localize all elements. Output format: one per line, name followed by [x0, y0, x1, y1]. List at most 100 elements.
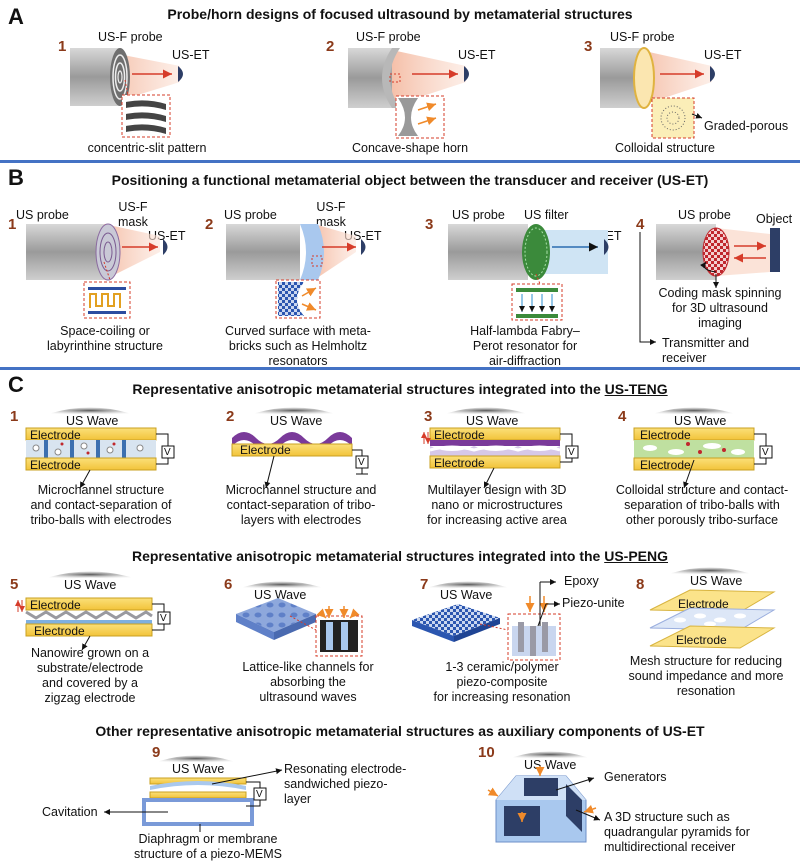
b1-mask-label: US-F mask	[118, 200, 148, 229]
teng-title: Representative anisotropic metamaterial …	[0, 381, 800, 397]
c5-wave-label: US Wave	[64, 578, 117, 592]
b1-diagram	[26, 223, 168, 319]
section-c-letter: C	[8, 372, 24, 397]
b4-probe-label: US probe	[678, 208, 731, 222]
b1-number: 1	[8, 216, 17, 233]
c6-diagram	[236, 581, 363, 657]
a3-extra-label: Graded-porous	[704, 119, 789, 133]
c9-label-a: Resonating electrode- sandwiched piezo- …	[284, 762, 407, 806]
c5-bottom-electrode: Electrode	[34, 624, 85, 638]
a2-probe-label: US-F probe	[356, 30, 421, 44]
c8-number: 8	[636, 576, 645, 593]
c7-diagram	[412, 579, 561, 661]
b3-number: 3	[425, 216, 434, 233]
b2-diagram	[226, 224, 366, 319]
c2-voltmeter-label: V	[358, 457, 365, 468]
c5-caption: Nanowire grown on a substrate/electrode …	[30, 646, 150, 705]
c6-number: 6	[224, 576, 233, 593]
c2-wave-label: US Wave	[270, 414, 323, 428]
c6-wave-label: US Wave	[254, 588, 307, 602]
b3-probe-label: US probe	[452, 208, 505, 222]
c9-wave-label: US Wave	[172, 762, 225, 776]
b2-mask-label: US-F mask	[316, 200, 346, 229]
c1-diagram	[25, 407, 175, 489]
a1-probe-label: US-F probe	[98, 30, 163, 44]
peng-title-underlined: US-PENG	[604, 548, 669, 564]
c9-label-b: Cavitation	[42, 805, 98, 819]
a3-target-label: US-ET	[704, 48, 742, 62]
c8-top-electrode: Electrode	[678, 597, 729, 611]
section-b-letter: B	[8, 165, 24, 190]
c7-number: 7	[420, 576, 429, 593]
c3-diagram	[421, 407, 579, 489]
c10-caption: A 3D structure such as quadrangular pyra…	[604, 810, 750, 854]
c7-caption: 1-3 ceramic/polymer piezo-composite for …	[433, 660, 571, 704]
a2-target-label: US-ET	[458, 48, 496, 62]
a2-probe-diagram	[348, 48, 469, 139]
b4-number: 4	[636, 216, 645, 233]
c5-voltmeter-label: V	[160, 613, 167, 624]
section-b-title: Positioning a functional metamaterial ob…	[111, 172, 709, 188]
c2-caption: Microchannel structure and contact-separ…	[225, 483, 377, 527]
b4-caption: Coding mask spinning for 3D ultrasound i…	[658, 286, 782, 330]
c1-voltmeter-label: V	[164, 447, 171, 458]
c2-diagram	[231, 407, 369, 489]
b4-diagram	[639, 224, 780, 345]
c3-caption: Multilayer design with 3D nano or micros…	[427, 483, 567, 527]
c2-electrode: Electrode	[240, 443, 291, 457]
b1-caption: Space-coiling or labyrinthine structure	[46, 324, 164, 353]
b3-mask-label: US filter	[524, 208, 569, 222]
a1-number: 1	[58, 38, 67, 55]
c1-wave-label: US Wave	[66, 414, 119, 428]
teng-title-underlined: US-TENG	[604, 381, 668, 397]
section-a-letter: A	[8, 4, 24, 29]
b2-caption: Curved surface with meta- bricks such as…	[225, 324, 371, 368]
b3-diagram	[448, 224, 609, 321]
c3-voltmeter-label: V	[568, 447, 575, 458]
c10-number: 10	[478, 744, 495, 761]
a3-probe-label: US-F probe	[610, 30, 675, 44]
a1-caption: concentric-slit pattern	[87, 141, 207, 155]
c9-voltmeter-label: V	[256, 789, 263, 800]
peng-title: Representative anisotropic metamaterial …	[0, 548, 800, 564]
c7-piezo-label: Piezo-unite	[562, 596, 625, 610]
c2-number: 2	[226, 408, 235, 425]
a2-caption: Concave-shape horn	[351, 141, 469, 155]
c8-bottom-electrode: Electrode	[676, 633, 727, 647]
a1-target-label: US-ET	[172, 48, 210, 62]
c4-bottom-electrode: Electrode	[640, 458, 691, 472]
c1-caption: Microchannel structure and contact-separ…	[30, 483, 172, 527]
c7-epoxy-label: Epoxy	[564, 574, 599, 588]
c3-bottom-electrode: Electrode	[434, 456, 485, 470]
a2-number: 2	[326, 38, 335, 55]
divider-bc	[0, 367, 800, 370]
c4-wave-label: US Wave	[674, 414, 727, 428]
c6-caption: Lattice-like channels for absorbing the …	[242, 660, 374, 704]
peng-title-text: Representative anisotropic metamaterial …	[131, 548, 605, 564]
section-a-title: Probe/horn designs of focused ultrasound…	[167, 6, 633, 22]
c8-wave-label: US Wave	[690, 574, 743, 588]
a3-caption: Colloidal structure	[614, 141, 716, 155]
c4-caption: Colloidal structure and contact- separat…	[615, 483, 789, 527]
c8-caption: Mesh structure for reducing sound impeda…	[628, 654, 784, 698]
c5-diagram	[15, 571, 171, 651]
c1-number: 1	[10, 408, 19, 425]
aux-title: Other representative anisotropic metamat…	[95, 723, 705, 739]
c1-bottom-electrode: Electrode	[30, 458, 81, 472]
b2-probe-label: US probe	[224, 208, 277, 222]
c4-number: 4	[618, 408, 627, 425]
c5-top-electrode: Electrode	[30, 598, 81, 612]
c9-caption: Diaphragm or membrane structure of a pie…	[134, 832, 282, 861]
a1-probe-diagram	[70, 48, 183, 138]
c4-top-electrode: Electrode	[640, 428, 691, 442]
c7-wave-label: US Wave	[440, 588, 493, 602]
teng-title-text: Representative anisotropic metamaterial …	[132, 381, 605, 397]
c1-top-electrode: Electrode	[30, 428, 81, 442]
c9-number: 9	[152, 744, 161, 761]
c4-voltmeter-label: V	[762, 447, 769, 458]
b1-probe-label: US probe	[16, 208, 69, 222]
b4-extra-label: Transmitter and receiver	[662, 336, 750, 365]
c8-diagram	[649, 567, 776, 649]
